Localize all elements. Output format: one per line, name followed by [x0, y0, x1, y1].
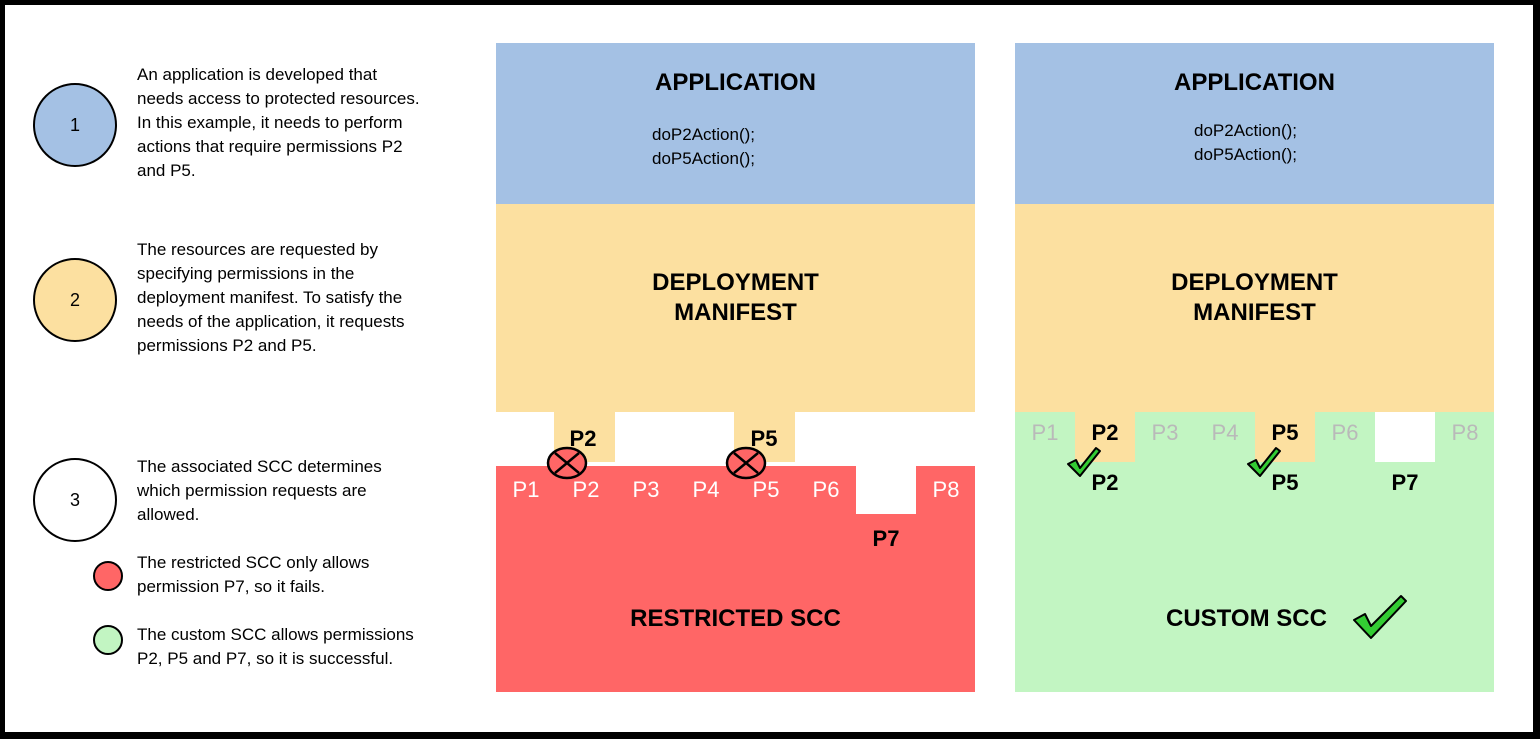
- legend-restricted-dot: [93, 561, 123, 591]
- right-application-code: doP2Action(); doP5Action();: [1194, 121, 1297, 164]
- step-3-number: 3: [69, 489, 80, 510]
- right-manifest-title: DEPLOYMENT MANIFEST: [1171, 269, 1338, 326]
- left-manifest-block: DEPLOYMENT MANIFEST: [496, 204, 975, 412]
- denied-icon-p5: [725, 446, 767, 480]
- step-3-text: The associated SCC determines which perm…: [137, 457, 382, 524]
- step-2-circle: 2: [33, 258, 117, 342]
- right-top-p8: P8: [1451, 420, 1479, 445]
- left-application-title: APPLICATION: [655, 69, 816, 96]
- left-scc-p6: P6: [812, 477, 840, 502]
- denied-icon-p2: [546, 446, 588, 480]
- left-scc-p5: P5: [752, 477, 780, 502]
- check-icon-p2: [1067, 447, 1101, 477]
- right-top-p5: P5: [1271, 420, 1299, 445]
- check-icon-p5: [1247, 447, 1281, 477]
- left-request-p2: P2: [569, 426, 597, 451]
- left-scc-p1: P1: [512, 477, 540, 502]
- left-application-code: doP2Action(); doP5Action();: [652, 125, 755, 168]
- right-application-title: APPLICATION: [1174, 69, 1335, 96]
- right-manifest-block: DEPLOYMENT MANIFEST: [1015, 204, 1494, 412]
- step-1-circle: 1: [33, 83, 117, 167]
- step-1-text: An application is developed that needs a…: [137, 65, 420, 180]
- left-scc-p2: P2: [572, 477, 600, 502]
- left-scc-p4: P4: [692, 477, 720, 502]
- left-scc-p7: P7: [872, 526, 900, 551]
- step-3-circle: 3: [33, 458, 117, 542]
- restricted-scc-title: RESTRICTED SCC: [630, 605, 841, 632]
- step-2-number: 2: [69, 289, 80, 310]
- right-application-block: APPLICATION doP2Action(); doP5Action();: [1015, 43, 1494, 204]
- left-manifest-title: DEPLOYMENT MANIFEST: [652, 269, 819, 326]
- legend-custom-dot: [93, 625, 123, 655]
- legend-restricted-text: The restricted SCC only allows permissio…: [137, 553, 370, 596]
- right-top-p4: P4: [1211, 420, 1239, 445]
- step-1-number: 1: [69, 114, 80, 135]
- left-application-block: APPLICATION doP2Action(); doP5Action();: [496, 43, 975, 204]
- left-request-p5: P5: [750, 426, 778, 451]
- right-top-p6: P6: [1331, 420, 1359, 445]
- left-scc-p3: P3: [632, 477, 660, 502]
- step-2-text: The resources are requested by specifyin…: [137, 240, 405, 355]
- right-top-p1: P1: [1031, 420, 1059, 445]
- left-scc-p8: P8: [932, 477, 960, 502]
- right-allowed-p2: P2: [1091, 470, 1119, 495]
- check-icon-custom-scc: [1353, 595, 1407, 639]
- right-top-p3: P3: [1151, 420, 1179, 445]
- right-allowed-p7: P7: [1391, 470, 1419, 495]
- right-top-p2: P2: [1091, 420, 1119, 445]
- right-allowed-p5: P5: [1271, 470, 1299, 495]
- legend-custom-text: The custom SCC allows permissions P2, P5…: [137, 625, 414, 668]
- custom-scc-title: CUSTOM SCC: [1166, 605, 1327, 632]
